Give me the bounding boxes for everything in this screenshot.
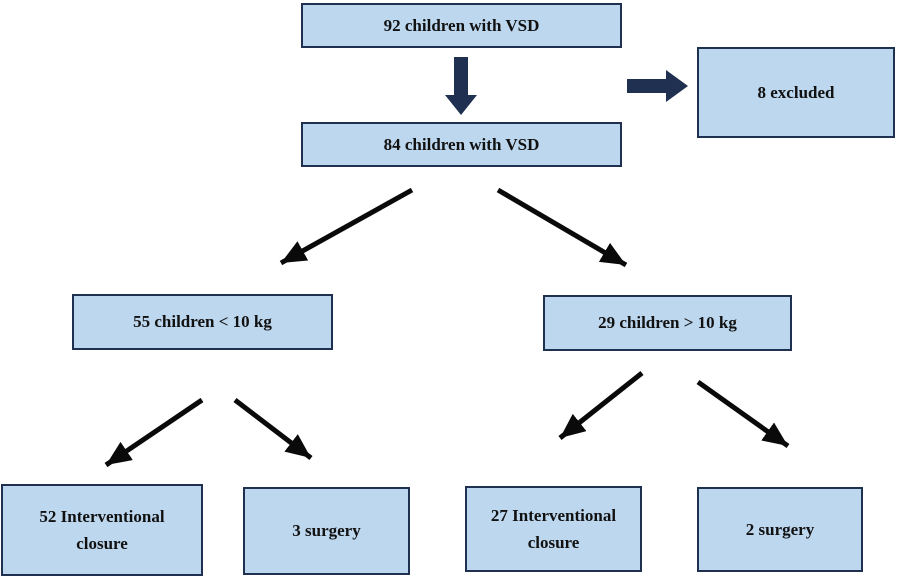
node-label: 2 surgery [745,519,815,539]
node-label: 84 children with VSD [383,134,540,154]
node-label: 55 children < 10 kg [133,312,272,332]
arrow-over10kg-to-surgery [696,379,790,449]
node-excluded: 8 excluded [697,47,895,138]
arrow-included-to-under10kg [279,187,414,266]
arrow-total-to-excluded [627,70,688,102]
node-over-10kg: 29 children > 10 kg [543,295,792,351]
node-included-children-vsd: 84 children with VSD [301,122,622,167]
node-under10-surgery: 3 surgery [243,487,410,575]
node-label: 52 Interventional closure [39,506,165,553]
node-label: 27 Interventional closure [490,505,617,552]
node-over10-interventional-closure: 27 Interventional closure [465,486,642,572]
arrow-total-to-included [445,57,477,115]
node-label: 92 children with VSD [383,15,540,35]
node-total-children-vsd: 92 children with VSD [301,3,622,48]
arrow-over10kg-to-interventional [558,371,644,440]
arrow-under10kg-to-surgery [233,398,313,460]
node-under-10kg: 55 children < 10 kg [72,294,333,350]
node-under10-interventional-closure: 52 Interventional closure [1,484,203,576]
arrow-included-to-over10kg [496,187,628,268]
node-label: 8 excluded [757,82,835,102]
node-over10-surgery: 2 surgery [697,487,863,572]
arrow-under10kg-to-interventional [104,397,204,468]
node-label: 29 children > 10 kg [598,313,737,333]
node-label: 3 surgery [292,521,361,541]
